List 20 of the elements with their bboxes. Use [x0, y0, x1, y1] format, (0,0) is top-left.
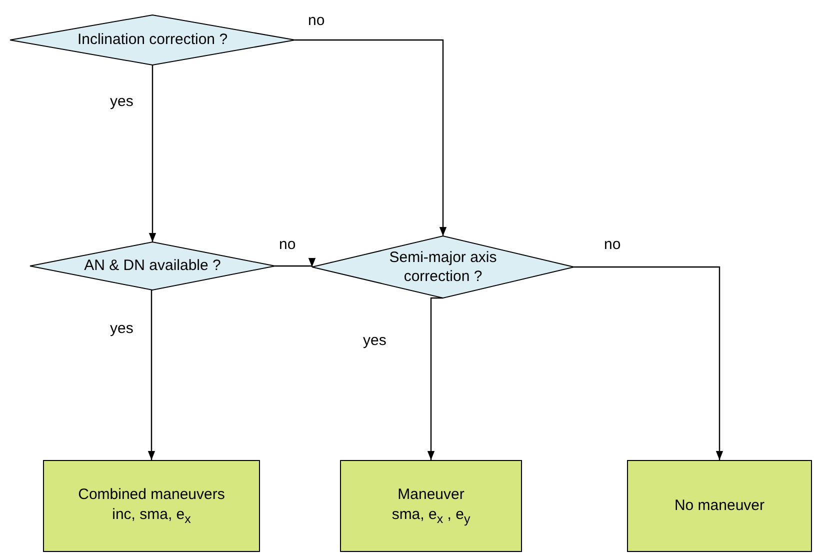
process-box	[340, 460, 522, 552]
arrow	[275, 258, 316, 268]
decision-diamond	[312, 236, 574, 298]
node-text: Combined maneuvers	[78, 485, 225, 505]
node-text: AN & DN available ?	[84, 256, 221, 276]
arrow	[427, 297, 443, 460]
node-text: Semi-major axis correction ?	[388, 248, 498, 286]
arrow	[148, 65, 156, 242]
arrow	[148, 289, 156, 460]
decision-diamond	[10, 15, 295, 65]
arrow	[574, 266, 724, 460]
node-text: No maneuver	[674, 496, 765, 516]
node-text: Maneuver	[398, 485, 464, 505]
process-box	[43, 460, 260, 552]
decision-diamond	[30, 242, 275, 290]
node-text: sma, e$_{x}$ , e$_{y}$	[392, 504, 470, 527]
node-text: inc, sma, e$_{x}$	[112, 504, 191, 527]
process-box	[627, 460, 812, 552]
arrow	[295, 39, 447, 236]
node-text: Inclination correction ?	[77, 30, 228, 50]
